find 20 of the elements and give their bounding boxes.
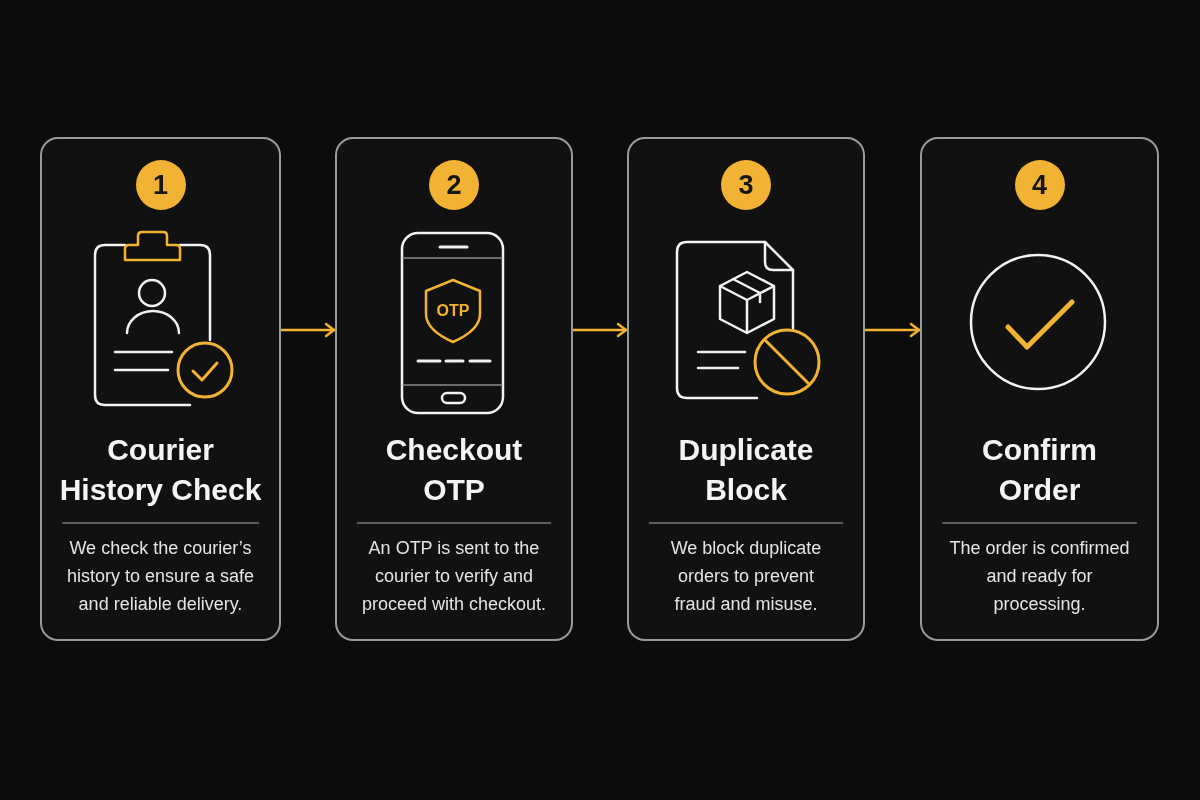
step-title: Confirm Order — [981, 432, 1098, 508]
step-title: Checkout OTP — [384, 432, 524, 508]
step-number-badge: 1 — [135, 160, 186, 210]
step-description: We check the courier’s history to ensure a safe and reliable delivery. — [65, 537, 256, 616]
step-description: An OTP is sent to the courier to verify and proceed with checkout. — [360, 537, 548, 616]
step-description: The order is confirmed and ready for processing. — [948, 537, 1131, 616]
step-title: Duplicate Block — [677, 432, 815, 508]
step-card — [627, 137, 865, 641]
step-card — [335, 137, 573, 641]
arrow — [279, 322, 337, 338]
step-number-badge: 2 — [429, 160, 479, 210]
step-card — [920, 137, 1159, 641]
arrow — [863, 322, 922, 338]
step-description: We block duplicate orders to prevent fraud and misuse. — [669, 537, 823, 616]
step-title: Courier History Check — [58, 432, 263, 508]
step-number-badge: 3 — [721, 160, 771, 210]
shield-badge: OTP — [423, 278, 483, 344]
step-number-badge: 4 — [1014, 160, 1065, 210]
step-card — [40, 137, 281, 641]
arrow — [571, 322, 629, 338]
